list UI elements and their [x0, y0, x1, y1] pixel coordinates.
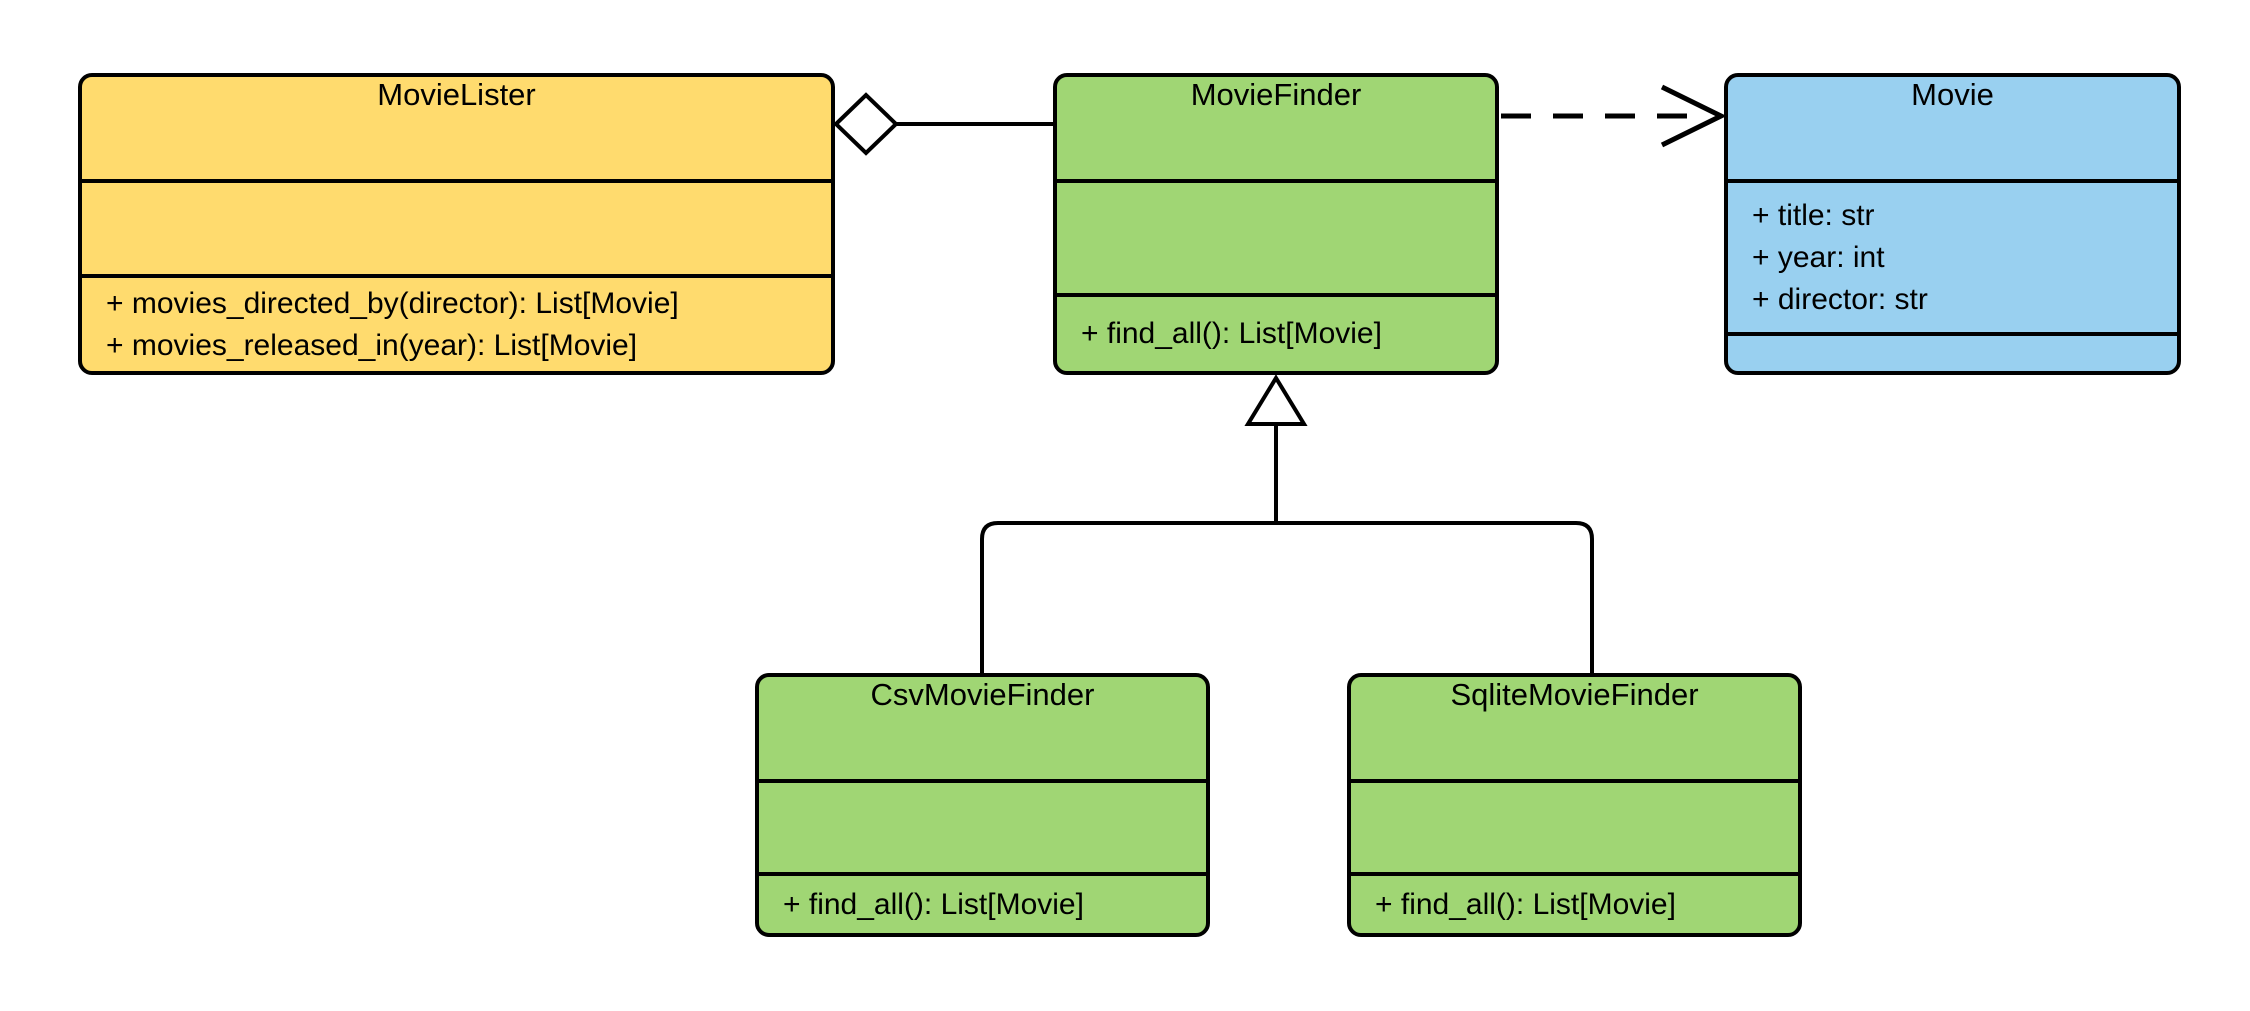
class-name-movie: Movie: [1728, 77, 2177, 113]
class-name-moviefinder: MovieFinder: [1057, 77, 1495, 113]
generalization-branch: [980, 521, 1594, 675]
class-box-movielister: MovieLister + movies_directed_by(directo…: [78, 73, 835, 375]
methods-compartment-csvmoviefinder: + find_all(): List[Movie]: [759, 872, 1206, 933]
dependency-arrowhead: [1660, 84, 1727, 148]
class-box-csvmoviefinder: CsvMovieFinder + find_all(): List[Movie]: [755, 673, 1210, 937]
method-item: + find_all(): List[Movie]: [1081, 317, 1382, 350]
class-box-moviefinder: MovieFinder + find_all(): List[Movie]: [1053, 73, 1499, 375]
method-item: + movies_directed_by(director): List[Mov…: [106, 286, 679, 320]
method-item: + movies_released_in(year): List[Movie]: [106, 328, 638, 362]
attribute-item: + year: int: [1752, 240, 1885, 274]
methods-compartment-movielister: + movies_directed_by(director): List[Mov…: [82, 274, 831, 371]
methods-compartment-moviefinder: + find_all(): List[Movie]: [1057, 293, 1495, 371]
class-name-text: CsvMovieFinder: [870, 677, 1095, 712]
methods-compartment-sqlitemoviefinder: + find_all(): List[Movie]: [1351, 872, 1798, 933]
attributes-compartment-csvmoviefinder: [759, 779, 1206, 872]
class-name-text: MovieFinder: [1190, 77, 1362, 112]
attribute-item: + director: str: [1752, 282, 1928, 316]
class-name-sqlitemoviefinder: SqliteMovieFinder: [1351, 677, 1798, 713]
class-name-csvmoviefinder: CsvMovieFinder: [759, 677, 1206, 713]
attribute-item: + title: str: [1752, 198, 1875, 232]
method-item: + find_all(): List[Movie]: [1375, 887, 1676, 921]
class-box-sqlitemoviefinder: SqliteMovieFinder + find_all(): List[Mov…: [1347, 673, 1802, 937]
attributes-compartment-movie: + title: str + year: int + director: str: [1728, 179, 2177, 332]
class-box-movie: Movie + title: str + year: int + directo…: [1724, 73, 2181, 375]
aggregation-diamond: [833, 92, 899, 156]
class-name-text: MovieLister: [377, 77, 536, 112]
methods-compartment-movie: [1728, 332, 2177, 371]
class-name-text: Movie: [1911, 77, 1994, 112]
class-name-movielister: MovieLister: [82, 77, 831, 113]
attributes-compartment-moviefinder: [1057, 179, 1495, 293]
class-name-text: SqliteMovieFinder: [1450, 677, 1699, 712]
attributes-compartment-movielister: [82, 179, 831, 274]
method-item: + find_all(): List[Movie]: [783, 887, 1084, 921]
generalization-triangle: [1244, 374, 1308, 426]
attributes-compartment-sqlitemoviefinder: [1351, 779, 1798, 872]
